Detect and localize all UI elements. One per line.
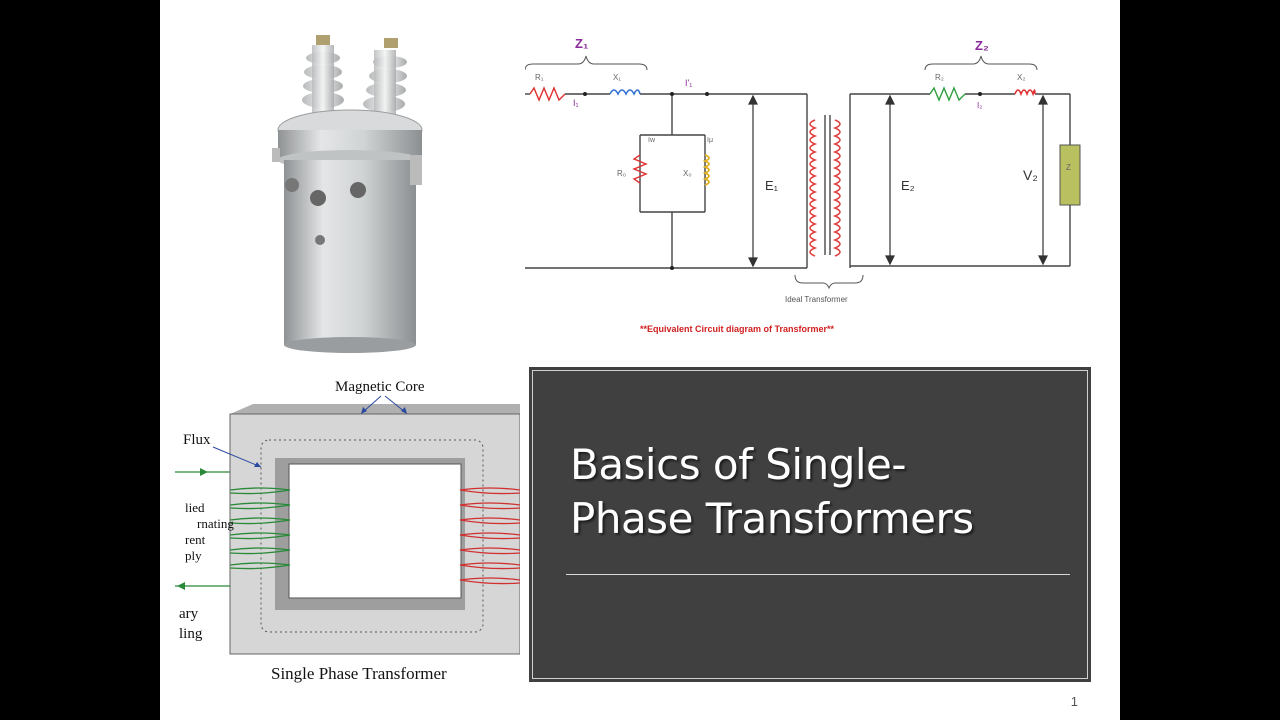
- z1-bracket: [525, 55, 648, 71]
- secondary-coil: [459, 487, 520, 585]
- circuit-wires: [525, 93, 1071, 269]
- bushing-left: [302, 35, 344, 115]
- slide-title: Basics of Single- Phase Transformers: [570, 440, 974, 543]
- load-impedance: [1059, 144, 1081, 206]
- applied-label-3: rent: [185, 532, 206, 547]
- equivalent-circuit-diagram: Z₁ Z₂ R₁ X₁ I₁ I'₁ Iw Iμ R₀ X₀ E₁ E₂ R₂ …: [525, 36, 1081, 334]
- z1-label: Z₁: [575, 36, 588, 51]
- secondary-winding: [832, 119, 841, 257]
- x2-label: X₂: [1017, 73, 1025, 82]
- x0-label: X₀: [683, 169, 692, 178]
- page-number: 1: [1070, 694, 1078, 709]
- applied-label-2: rnating: [197, 516, 234, 531]
- magnetic-core-label: Magnetic Core: [335, 379, 425, 395]
- title-divider: [566, 574, 1070, 575]
- flux-label: Flux: [183, 432, 211, 448]
- primary-winding: [809, 119, 818, 257]
- applied-label-4: ply: [185, 548, 202, 563]
- e2-label: E₂: [901, 178, 915, 193]
- r2-label: R₂: [935, 73, 944, 82]
- title-box: Basics of Single- Phase Transformers: [525, 363, 1095, 686]
- r2-resistor: [929, 86, 966, 102]
- primary-coil: [175, 471, 291, 587]
- voltage-arrows: [748, 94, 1048, 268]
- r0-resistor: [632, 154, 648, 184]
- i2-label: I₂: [977, 101, 982, 110]
- junction-dots: [583, 92, 982, 270]
- secondary-label-1: ary: [179, 606, 199, 622]
- i1-prime-label: I'₁: [685, 78, 692, 88]
- title-panel: Basics of Single- Phase Transformers: [529, 367, 1091, 682]
- pole-transformer-photo: [272, 35, 423, 353]
- i1-label: I₁: [573, 98, 579, 108]
- v2-label: V₂: [1023, 167, 1038, 183]
- ideal-transformer-label: Ideal Transformer: [785, 295, 848, 304]
- slide: Z₁ Z₂ R₁ X₁ I₁ I'₁ Iw Iμ R₀ X₀ E₁ E₂ R₂ …: [160, 0, 1120, 720]
- z2-label: Z₂: [975, 38, 989, 53]
- x0-inductor: [702, 154, 710, 186]
- flux-path: [260, 439, 484, 633]
- x1-label: X₁: [613, 73, 621, 82]
- x2-inductor: [1014, 89, 1036, 97]
- iw-label: Iw: [648, 137, 656, 144]
- bushing-right: [363, 38, 407, 120]
- secondary-label-2: ling: [179, 626, 203, 642]
- title-frame: [532, 370, 1088, 679]
- core-diagram: Magnetic Core Flux lied rnating rent ply…: [175, 379, 520, 683]
- applied-label-1: lied: [185, 500, 205, 515]
- e1-label: E₁: [765, 178, 779, 193]
- r0-label: R₀: [617, 169, 626, 178]
- z2-bracket: [924, 55, 1038, 71]
- core-caption: Single Phase Transformer: [271, 664, 447, 683]
- load-label: Z: [1066, 163, 1071, 172]
- r1-resistor: [529, 86, 566, 102]
- ideal-bracket: [794, 274, 864, 290]
- r1-label: R₁: [535, 73, 544, 82]
- imu-label: Iμ: [707, 137, 713, 144]
- x1-inductor: [609, 89, 641, 96]
- circuit-caption: **Equivalent Circuit diagram of Transfor…: [640, 324, 835, 334]
